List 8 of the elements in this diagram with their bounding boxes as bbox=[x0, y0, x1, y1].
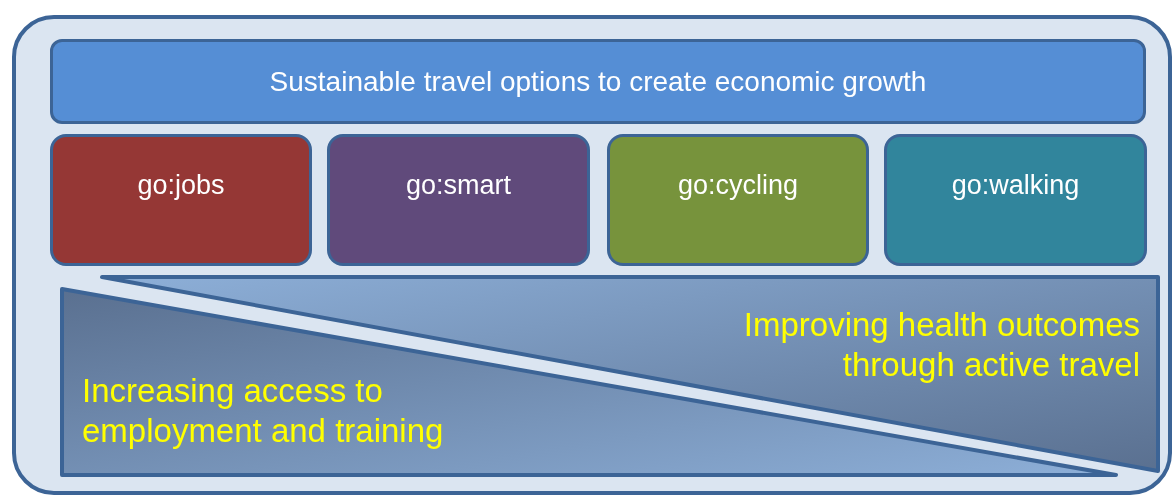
category-box: go:walking bbox=[884, 134, 1147, 266]
container-panel bbox=[12, 15, 1172, 495]
triangle-label: Increasing access to employment and training bbox=[82, 371, 445, 451]
triangle-label: Improving health outcomes through active travel bbox=[742, 305, 1140, 385]
category-box: go:smart bbox=[327, 134, 590, 266]
category-box: go:cycling bbox=[607, 134, 869, 266]
category-box: go:jobs bbox=[50, 134, 312, 266]
banner-box: Sustainable travel options to create economic growth bbox=[50, 39, 1146, 124]
